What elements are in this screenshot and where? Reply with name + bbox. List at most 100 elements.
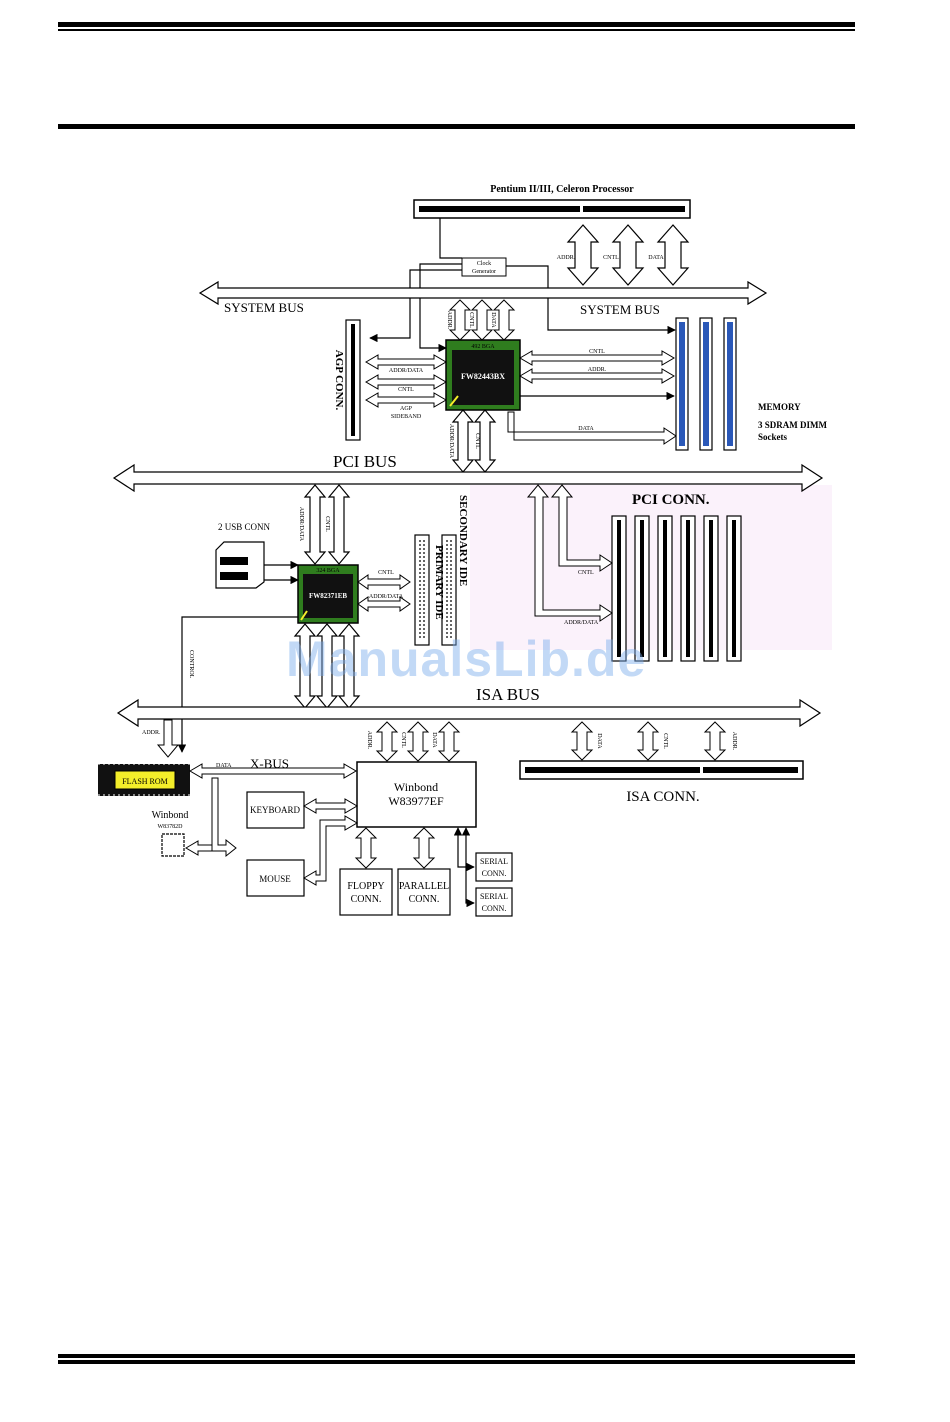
hw-monitor-label-2: W83782D — [158, 824, 184, 830]
sb-pci-arrows — [303, 484, 351, 565]
isa-superio-arrows — [375, 721, 461, 762]
northbridge-pin1-mark — [449, 395, 459, 407]
agp-sideband-label-2: SIDEBAND — [391, 414, 422, 420]
x-bus — [189, 763, 357, 779]
usb-conn-label: 2 USB CONN — [218, 522, 271, 532]
clock-agp-line — [369, 269, 462, 343]
system-bus-label-left: SYSTEM BUS — [224, 300, 304, 315]
pci-conn-addr-data-arrow — [526, 484, 613, 622]
cpu-bus-arrows — [566, 224, 690, 286]
x-bus-label: X-BUS — [250, 756, 289, 771]
clock-northbridge-line — [419, 263, 462, 353]
mem-addr-label: ADDR. — [588, 367, 607, 373]
keyboard-arrow — [303, 798, 358, 814]
superio-label-2: W83977EF — [388, 794, 444, 808]
pci-conn-addr-data-label: ADDR/DATA — [564, 620, 599, 626]
flash-rom-chip — [98, 763, 190, 796]
serial1-label-2: CONN. — [482, 869, 507, 878]
isa-conn-addr-label: ADDR. — [731, 732, 737, 751]
control-line — [181, 616, 298, 748]
northbridge-label: FW82443BX — [461, 372, 505, 381]
pci-connectors — [611, 515, 742, 662]
header-rule-bottom — [58, 124, 855, 129]
southbridge-package: 324 BGA — [316, 568, 340, 574]
ide-cntl-label: CNTL — [378, 570, 394, 576]
cpu-data-label: DATA — [648, 255, 664, 261]
northbridge-package: 492 BGA — [471, 344, 495, 350]
isa-connector-key — [700, 764, 703, 776]
parallel-label-1: PARALLEL — [399, 881, 449, 892]
mouse-label: MOUSE — [259, 874, 291, 884]
serial1-box — [475, 852, 513, 882]
secondary-ide-label: SECONDARY IDE — [457, 495, 469, 586]
isa-bus-label: ISA BUS — [476, 685, 540, 704]
parallel-box — [397, 868, 451, 916]
primary-ide-label: PRIMARY IDE — [433, 545, 445, 620]
nb-system-bus-arrows — [448, 299, 516, 341]
sio-data-label: DATA — [431, 732, 437, 748]
header-rule-thin — [58, 29, 855, 31]
nb-pci-arrows — [451, 409, 497, 473]
flash-rom-label: FLASH ROM — [122, 777, 168, 786]
hwmon-arrow-head — [185, 840, 213, 856]
sio-addr-label: ADDR. — [366, 731, 372, 750]
system-bus — [198, 280, 768, 306]
watermark-text: ManualsLib.de — [286, 631, 647, 687]
usb-connector — [215, 541, 265, 589]
memory-label-2: 3 SDRAM DIMM — [758, 420, 827, 430]
superio-label-1: Winbond — [394, 780, 438, 794]
isa-conn-label: ISA CONN. — [626, 789, 699, 805]
agp-sideband-label-1: AGP — [400, 406, 413, 412]
agp-connector-pins — [351, 324, 355, 436]
xbus-data-label: DATA — [216, 763, 232, 769]
floppy-label-1: FLOPPY — [347, 881, 384, 892]
cpu-cntl-label: CNTL — [603, 255, 619, 261]
system-bus-label-right: SYSTEM BUS — [580, 302, 660, 317]
nb-addr-label: ADDR. — [446, 311, 452, 330]
floppy-label-2: CONN. — [351, 894, 382, 905]
mouse-arrow — [303, 815, 358, 886]
sio-cntl-label: CNTL — [400, 732, 406, 748]
southbridge-core — [303, 574, 353, 618]
footer-rule-thick — [58, 1354, 855, 1358]
ide-connectors — [414, 534, 457, 646]
header-rule-thick — [58, 22, 855, 27]
serial2-line — [461, 827, 475, 908]
southbridge-pin1-mark — [300, 610, 308, 621]
clock-generator — [461, 257, 507, 277]
serial2-label-2: CONN. — [482, 904, 507, 913]
pci-conn-label: PCI CONN. — [632, 492, 710, 508]
isa-flash-addr-arrow — [156, 719, 180, 758]
pci-region-shade — [470, 485, 832, 650]
serial2-label-1: SERIAL — [480, 892, 508, 901]
sb-pci-cntl-label: CNTL — [324, 516, 330, 532]
parallel-label-2: CONN. — [409, 894, 440, 905]
isa-conn-data-label: DATA — [596, 733, 602, 749]
mouse-box — [246, 859, 305, 897]
superio-chip — [356, 761, 477, 828]
agp-conn-label: AGP CONN. — [333, 350, 345, 411]
cpu-addr-label: ADDR. — [557, 255, 576, 261]
agp-addr-data-label: ADDR/DATA — [389, 368, 424, 374]
floppy-box — [339, 868, 393, 916]
nb-cntl-label: CNTL — [468, 312, 474, 328]
mem-data-label: DATA — [578, 426, 594, 432]
sb-pci-addr-data-label: ADDR/DATA — [298, 507, 304, 542]
isa-connector-pins — [525, 767, 798, 773]
nb-memory-data-arrow — [507, 411, 677, 445]
pci-conn-cntl-arrow — [550, 484, 613, 572]
hw-monitor-chip — [161, 833, 185, 857]
nb-memory-arrows — [519, 350, 675, 384]
isa-conn-cntl-label: CNTL — [662, 733, 668, 749]
memory-label-3: Sockets — [758, 432, 787, 442]
nb-data-label: DATA — [490, 312, 496, 328]
agp-nb-arrows — [365, 354, 447, 408]
isa-addr-left-label: ADDR. — [142, 730, 161, 736]
control-label: CONTROL — [188, 650, 194, 679]
isa-bus — [116, 698, 822, 728]
southbridge-label: FW82371EB — [309, 592, 347, 600]
cpu-clock-line — [439, 218, 462, 259]
xbus-hwmon-arrow — [211, 777, 237, 858]
processor-slot-pins — [419, 206, 685, 212]
